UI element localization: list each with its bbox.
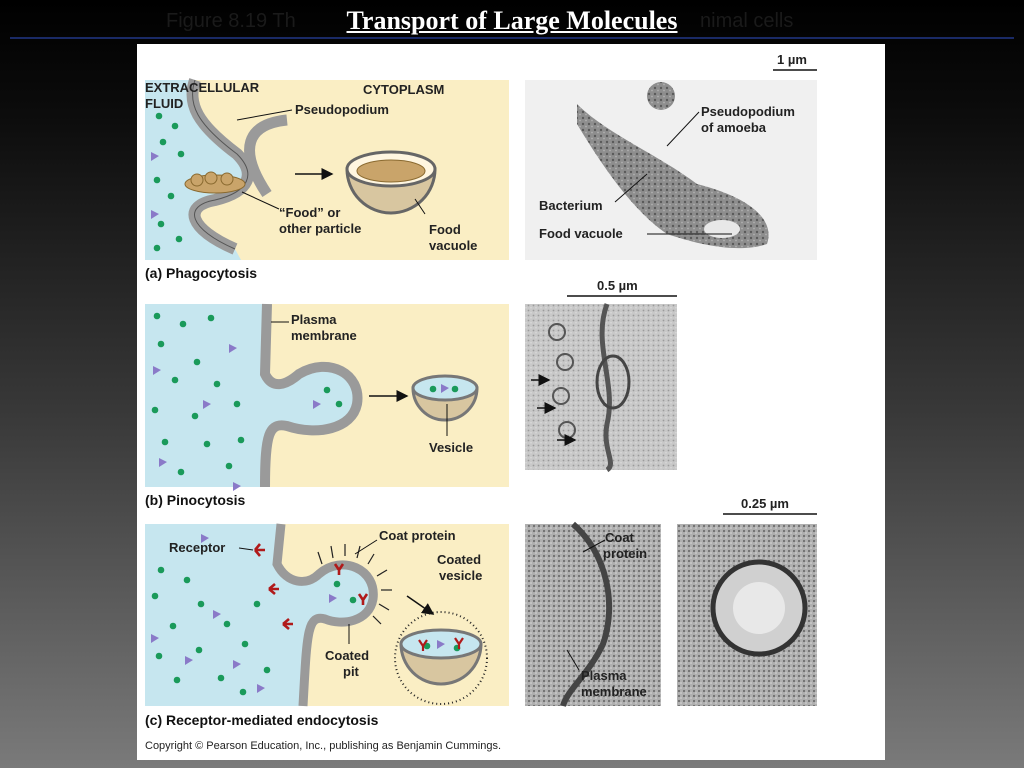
coat-protein-label: Coat protein (379, 528, 456, 543)
micrograph-coated-vesicle: 0.25 µm (677, 496, 817, 706)
scale-0-25um: 0.25 µm (741, 496, 789, 511)
caption-pinocytosis: (b) Pinocytosis (145, 492, 246, 508)
particles-a (151, 112, 185, 252)
plasma-membrane-label-line1: Plasma (291, 312, 337, 327)
coated-pit-label-line1: Coated (325, 648, 369, 663)
title-rule (10, 37, 1014, 39)
extracellular-label-line2: FLUID (145, 96, 183, 111)
micro-coat-protein-line2: protein (603, 546, 647, 561)
food-label-line1: “Food” or (279, 205, 340, 220)
micro-pseudopodium-line1: Pseudopodium (701, 104, 795, 119)
extracellular-area-a (145, 80, 248, 260)
plasma-membrane-label-line2: membrane (291, 328, 357, 343)
process-arrow-c (406, 595, 435, 615)
extracellular-label-line1: EXTRACELLULAR (145, 80, 260, 95)
particles-b (151, 312, 343, 491)
vacuole-label-line2: vacuole (429, 238, 477, 253)
phagocytosis-diagram: EXTRACELLULAR FLUID CYTOPLASM Pseudopodi… (145, 78, 509, 281)
figure-canvas: EXTRACELLULAR FLUID CYTOPLASM Pseudopodi… (145, 52, 817, 752)
food-label-line2: other particle (279, 221, 361, 236)
particles-c (151, 534, 357, 696)
coated-vesicle-label-line2: vesicle (439, 568, 482, 583)
scale-1um: 1 µm (777, 52, 807, 67)
micrograph-amoeba: 1 µm Pseudopodium of amoeba Bacterium Fo… (525, 52, 817, 260)
receptor-endocytosis-diagram: Receptor Coat protein Coated vesicle Coa… (145, 523, 509, 728)
ghost-figure-title-left: Figure 8.19 Th (166, 10, 296, 32)
food-particle (184, 171, 246, 194)
micrograph-coated-pit: Coat protein Plasma membrane (525, 521, 661, 707)
coated-pit-label-line2: pit (343, 664, 360, 679)
micro-bacterium: Bacterium (539, 198, 603, 213)
slide-title-text: Transport of Large Molecules (346, 6, 678, 35)
extracellular-area-b (145, 304, 358, 487)
vesicle-label: Vesicle (429, 440, 473, 455)
coated-vesicle-label-line1: Coated (437, 552, 481, 567)
extracellular-area-c (145, 524, 374, 706)
micro-coat-protein-line1: Coat (605, 530, 635, 545)
caption-receptor-endocytosis: (c) Receptor-mediated endocytosis (145, 712, 379, 728)
plasma-membrane-b (259, 303, 363, 488)
micro-food-vacuole: Food vacuole (539, 226, 623, 241)
micro-plasma-membrane-line1: Plasma (581, 668, 627, 683)
pseudopodium-label: Pseudopodium (295, 102, 389, 117)
coated-pit-bristles (317, 544, 392, 625)
slide-title: Transport of Large Molecules (0, 6, 1024, 36)
receptors (254, 543, 369, 630)
micro-pseudopodium-line2: of amoeba (701, 120, 767, 135)
figure-panel: EXTRACELLULAR FLUID CYTOPLASM Pseudopodi… (137, 44, 885, 760)
receptor-label: Receptor (169, 540, 225, 555)
caption-phagocytosis: (a) Phagocytosis (145, 265, 257, 281)
micrograph-pinocytosis: 0.5 µm (525, 278, 677, 473)
cytoplasm-label: CYTOPLASM (363, 82, 444, 97)
pseudopodium-shape (244, 114, 288, 198)
micro-plasma-membrane-line2: membrane (581, 684, 647, 699)
food-vacuole-shape (345, 150, 437, 215)
scale-0-5um: 0.5 µm (597, 278, 638, 293)
coated-vesicle-shape (394, 611, 488, 705)
copyright-text: Copyright © Pearson Education, Inc., pub… (145, 740, 501, 752)
pinocytosis-diagram: Plasma membrane Vesicle (b) Pinocytosis (145, 303, 509, 508)
plasma-membrane-c (272, 523, 378, 707)
vacuole-label-line1: Food (429, 222, 461, 237)
ghost-figure-title-right: nimal cells (700, 10, 794, 32)
